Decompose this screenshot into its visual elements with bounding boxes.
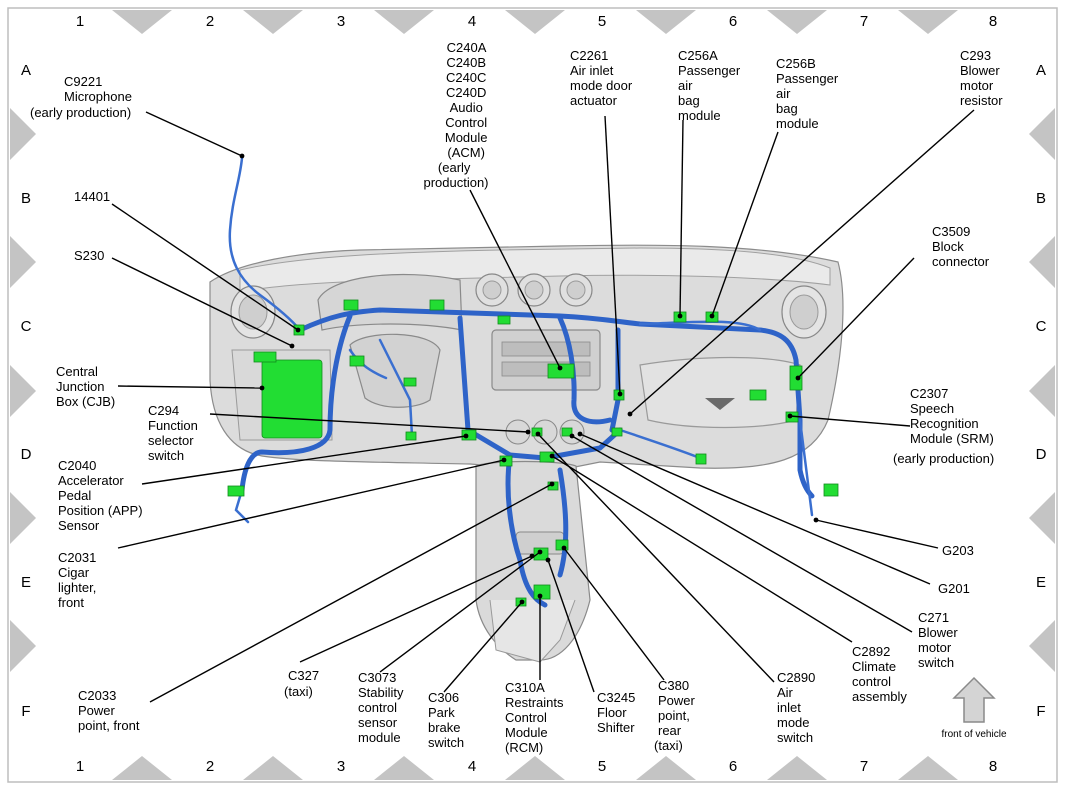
connector	[611, 427, 623, 437]
row-label-right: F	[1036, 703, 1045, 720]
label-g201: G201	[938, 581, 970, 596]
connector	[461, 429, 477, 441]
row-label-left: D	[21, 446, 32, 463]
label-c240: C240A C240B C240C C240D Audio Control Mo…	[423, 40, 491, 190]
label-c2033: C2033 Power point, front	[78, 688, 140, 733]
col-label-top: 7	[860, 13, 868, 30]
central-junction-box	[261, 359, 323, 439]
col-label-bottom: 5	[598, 758, 606, 775]
col-label-top: 6	[729, 13, 737, 30]
col-label-top: 4	[468, 13, 476, 30]
row-label-left: E	[21, 574, 31, 591]
connector	[555, 539, 569, 551]
leader-lines	[111, 109, 975, 703]
row-label-right: D	[1036, 446, 1047, 463]
col-label-bottom: 8	[989, 758, 997, 775]
label-c306: C306 Park brake switch	[428, 690, 464, 750]
row-label-right: B	[1036, 190, 1046, 207]
row-label-left: A	[21, 62, 31, 79]
connector	[405, 431, 417, 441]
row-label-left: B	[21, 190, 31, 207]
label-c3073: C3073 Stability control sensor module	[358, 670, 407, 745]
row-label-right: C	[1036, 318, 1047, 335]
label-c293: C293 Blower motor resistor	[960, 48, 1003, 108]
label-c327: C327 (taxi)	[284, 668, 323, 699]
label-c294: C294 Function selector switch	[148, 403, 202, 463]
label-c9221: C9221 Microphone (early production)	[30, 74, 136, 120]
label-c2261: C2261 Air inlet mode door actuator	[570, 48, 636, 108]
col-label-top: 2	[206, 13, 214, 30]
label-c380: C380 Power point, rear (taxi)	[654, 678, 698, 753]
label-g203: G203	[942, 543, 974, 558]
col-label-bottom: 3	[337, 758, 345, 775]
row-label-left: C	[21, 318, 32, 335]
connector	[343, 299, 359, 311]
label-c2031: C2031 Cigar lighter, front	[58, 550, 100, 610]
connector	[227, 485, 245, 497]
connector	[253, 351, 277, 363]
label-c2307: C2307 Speech Recognition Module (SRM) (e…	[893, 386, 997, 466]
callout-labels: C9221 Microphone (early production) 1440…	[30, 40, 1003, 755]
label-c3245: C3245 Floor Shifter	[597, 690, 639, 735]
col-label-bottom: 2	[206, 758, 214, 775]
label-c256a: C256A Passenger air bag module	[678, 48, 744, 123]
leader-arrowheads	[239, 153, 819, 605]
col-label-top: 8	[989, 13, 997, 30]
col-label-bottom: 6	[729, 758, 737, 775]
connector	[561, 427, 573, 437]
col-label-bottom: 7	[860, 758, 868, 775]
dashboard-illustration	[209, 244, 844, 663]
label-c310a: C310A Restraints Control Module (RCM)	[505, 680, 567, 755]
label-c256b: C256B Passenger air bag module	[776, 56, 842, 131]
row-label-right: E	[1036, 574, 1046, 591]
col-label-top: 5	[598, 13, 606, 30]
grid-labels: 1 2 3 4 5 6 7 8 1 2 3 4 5 6 7 8 A B C D …	[21, 13, 1047, 775]
col-label-top: 3	[337, 13, 345, 30]
row-label-right: A	[1036, 62, 1046, 79]
label-c3509: C3509 Block connector	[932, 224, 990, 269]
front-of-vehicle-indicator: front of vehicle	[941, 676, 1007, 740]
connector	[403, 377, 417, 387]
col-label-bottom: 4	[468, 758, 476, 775]
connector	[497, 315, 511, 325]
label-c2890: C2890 Air inlet mode switch	[777, 670, 819, 745]
row-label-left: F	[21, 703, 30, 720]
label-14401: 14401	[74, 189, 110, 204]
connector	[749, 389, 767, 401]
grid-markers	[10, 10, 1055, 780]
col-label-bottom: 1	[76, 758, 84, 775]
label-c2892: C2892 Climate control assembly	[852, 644, 907, 704]
front-of-vehicle-label: front of vehicle	[941, 729, 1006, 740]
front-arrow-icon	[952, 676, 996, 723]
label-c271: C271 Blower motor switch	[918, 610, 961, 670]
label-s230: S230	[74, 248, 104, 263]
label-cjb: Central Junction Box (CJB)	[56, 364, 115, 409]
connector	[349, 355, 365, 367]
connector	[429, 299, 445, 311]
connector	[695, 453, 707, 465]
audio-control-module-connector	[547, 363, 575, 379]
col-label-top: 1	[76, 13, 84, 30]
connector	[823, 483, 839, 497]
label-c2040: C2040 Accelerator Pedal Position (APP) S…	[58, 458, 146, 533]
